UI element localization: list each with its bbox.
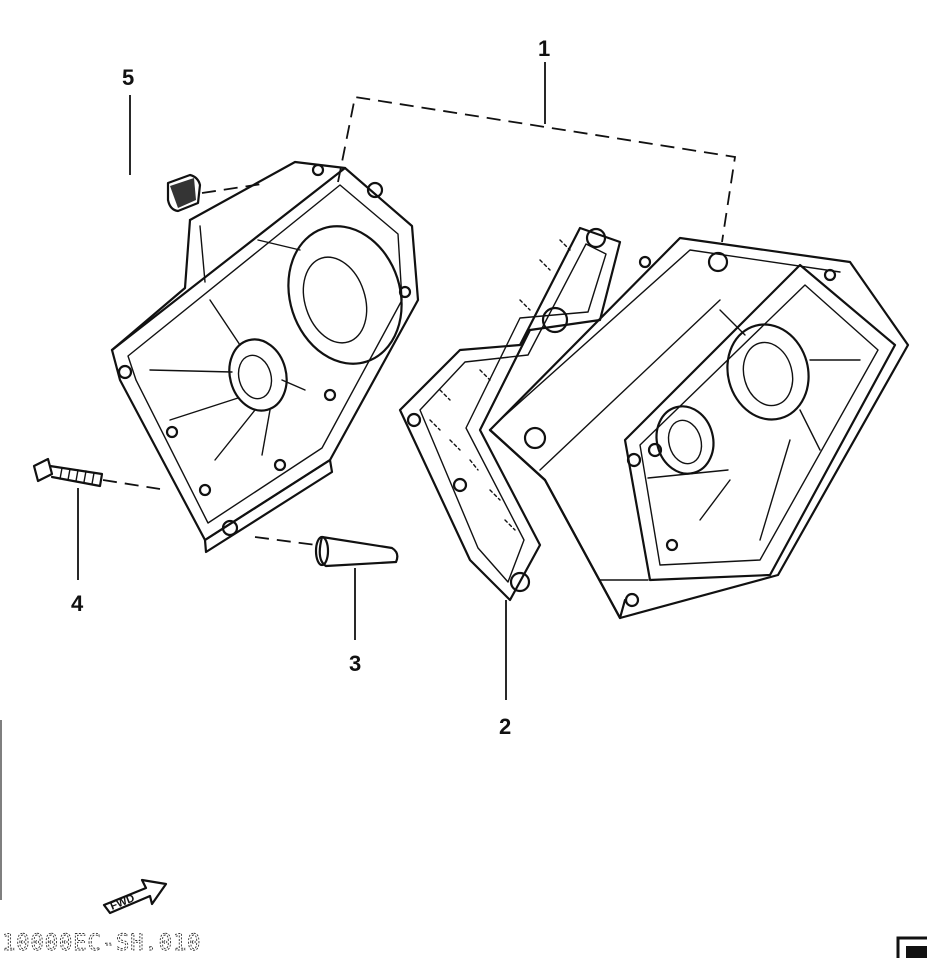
callout-labels: 1 2 3 4 5 [71, 36, 550, 739]
callout-2: 2 [499, 714, 511, 739]
drawing-code: 10000EC-SH.010 [2, 931, 201, 956]
callout-3: 3 [349, 651, 361, 676]
corner-marker-icon [896, 936, 927, 958]
callout-5: 5 [122, 65, 134, 90]
assembly-bracket [337, 62, 737, 243]
gasket-part [398, 226, 622, 700]
right-cover-part [488, 236, 910, 620]
cap-part [129, 95, 263, 213]
fwd-arrow-icon: FWD [102, 878, 168, 915]
dowel-pin-part [254, 535, 399, 640]
screw-part [32, 457, 161, 580]
left-cover-part [110, 160, 420, 554]
fwd-label: FWD [109, 892, 137, 913]
callout-1: 1 [538, 36, 550, 61]
callout-4: 4 [71, 591, 84, 616]
